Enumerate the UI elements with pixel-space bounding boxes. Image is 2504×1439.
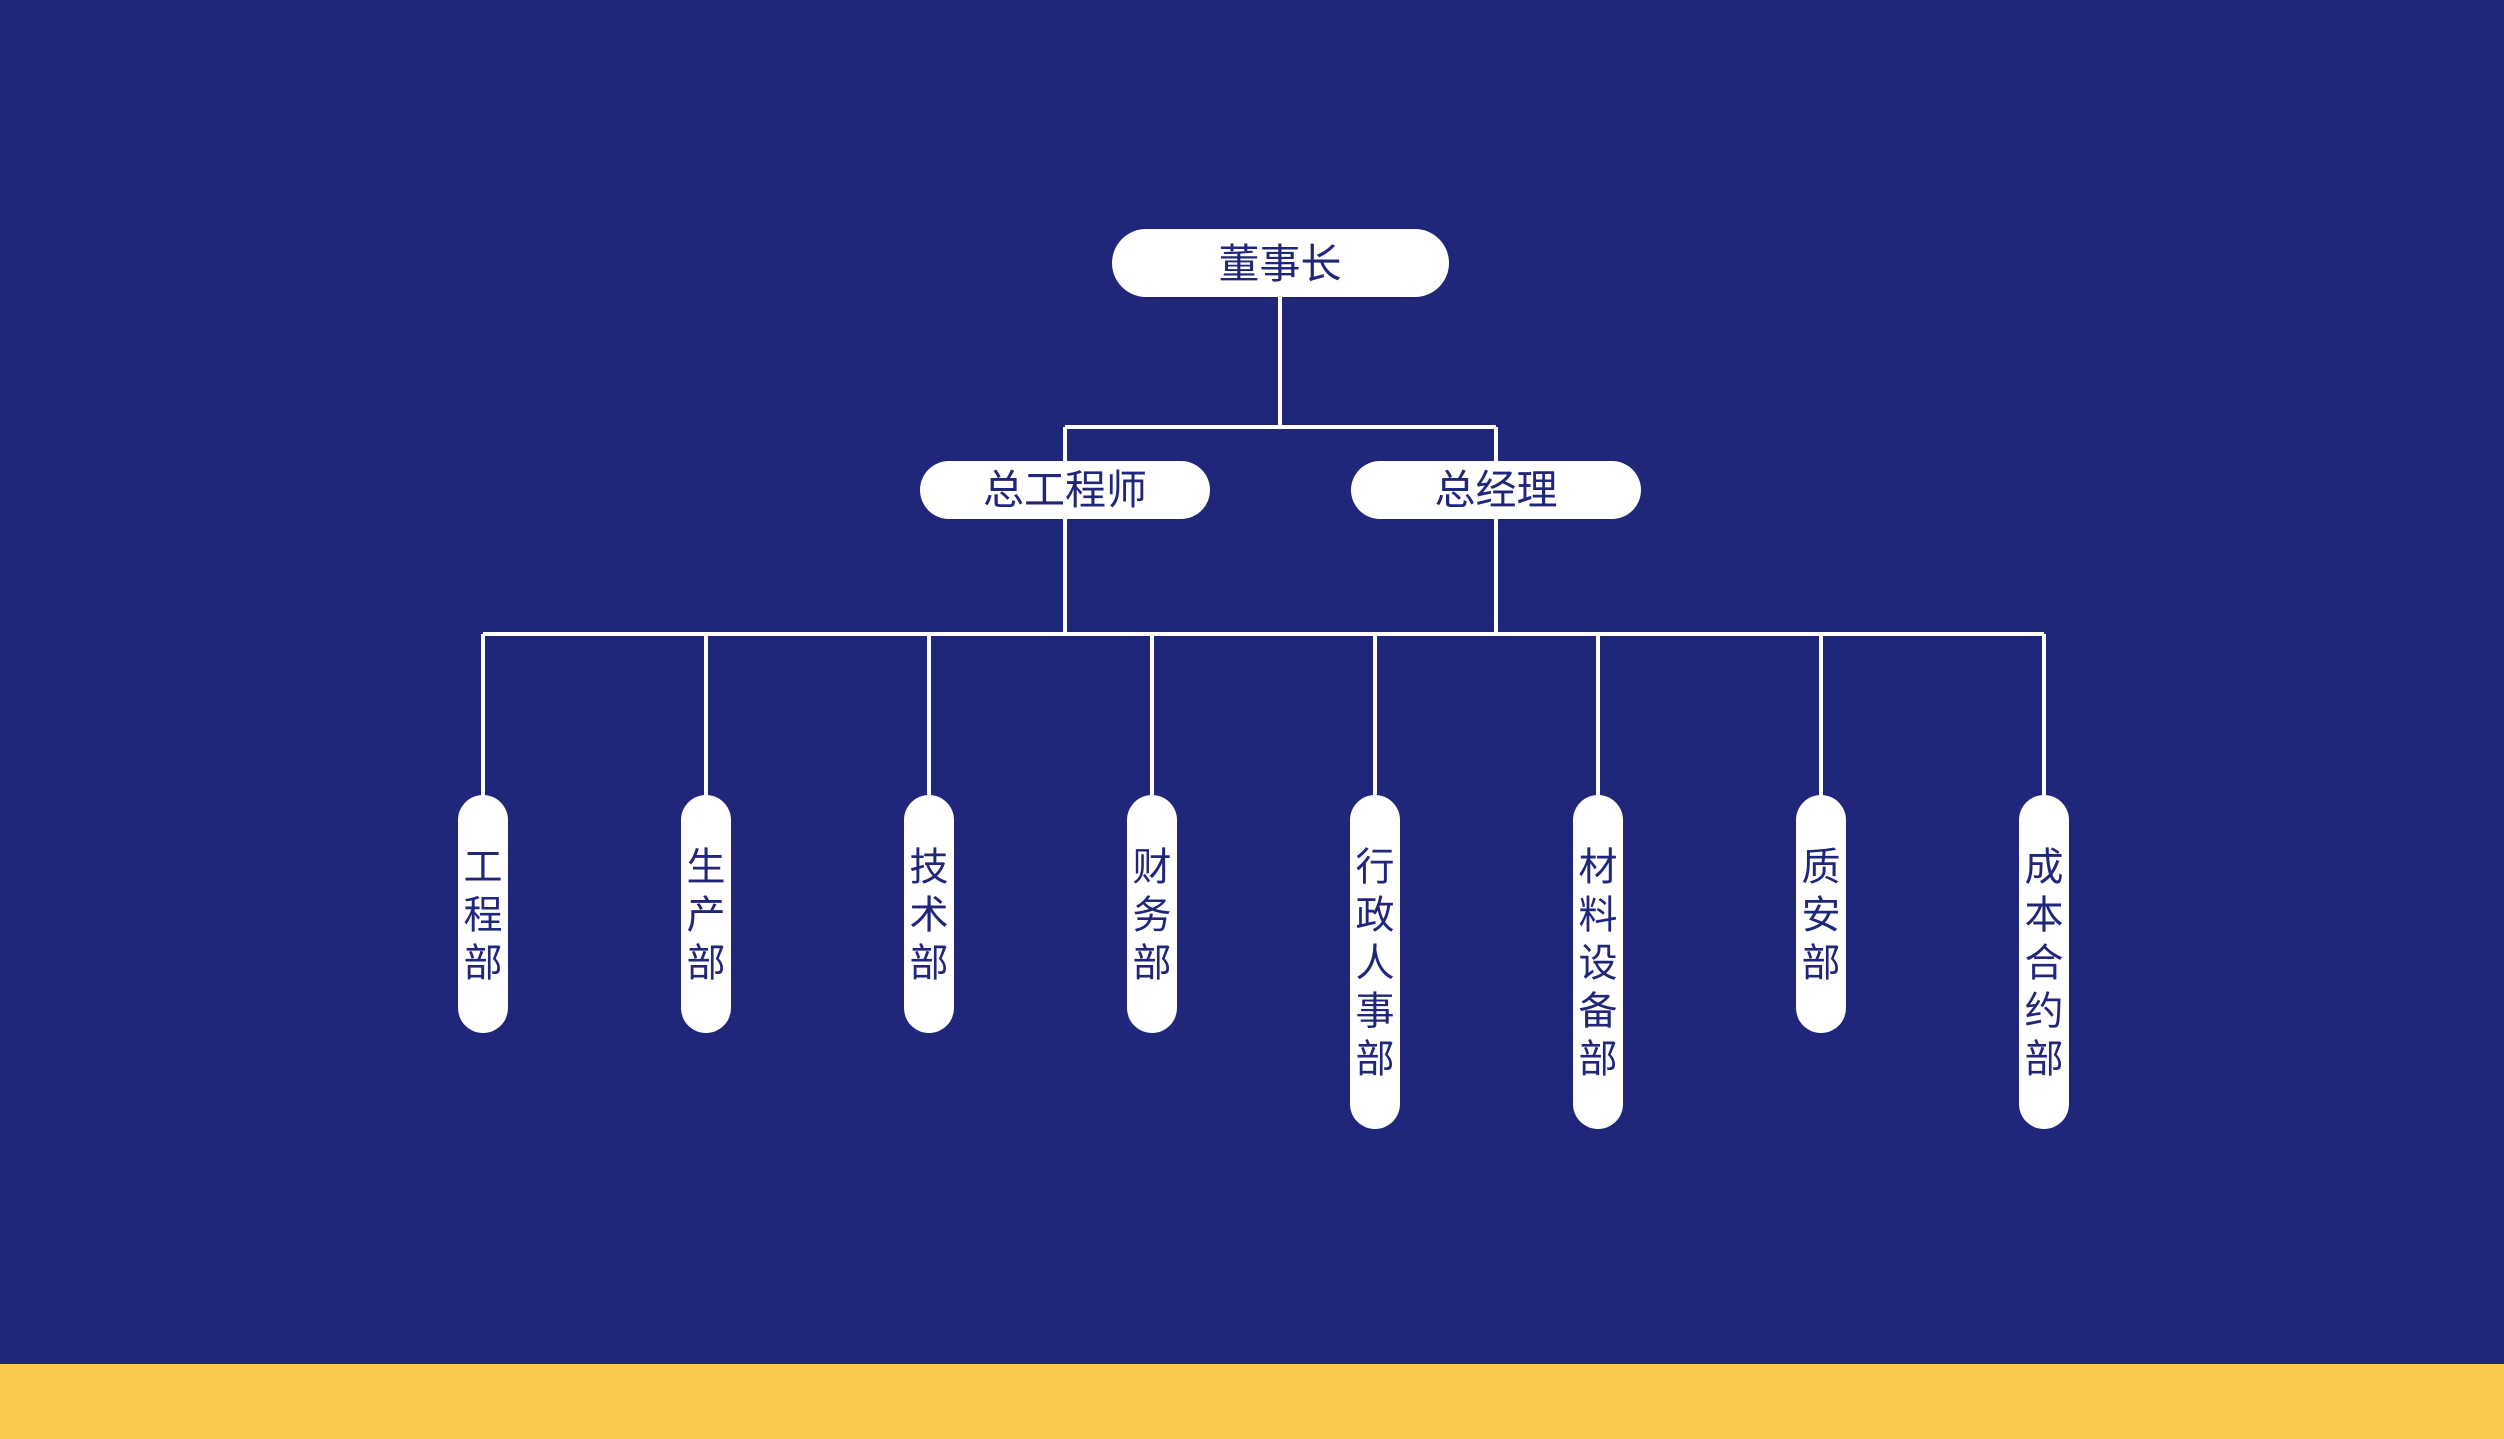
department-node: 材料设备部 [1573, 795, 1623, 1129]
department-label: 行政人事部 [1355, 846, 1394, 1083]
department-node: 技术部 [904, 795, 954, 1033]
department-node: 行政人事部 [1350, 795, 1400, 1129]
department-node: 财务部 [1127, 795, 1177, 1033]
node-root: 董事长 [1112, 229, 1449, 297]
node-root-pill [1112, 229, 1449, 297]
department-label: 材料设备部 [1578, 846, 1617, 1083]
node-chief-engineer-pill [920, 461, 1210, 519]
node-chief-engineer: 总工程师 [920, 461, 1210, 519]
node-root-label: 董事长 [1219, 240, 1342, 288]
footer-band [0, 1364, 2504, 1439]
department-pill [458, 795, 508, 1033]
department-pill [1573, 795, 1623, 1129]
departments: 工程部 生产部 技术部 财务部 行政人事部 材料设备部 质安部 成本合约部 [458, 795, 2069, 1129]
department-node: 工程部 [458, 795, 508, 1033]
department-label: 技术部 [909, 846, 948, 987]
department-label: 成本合约部 [2024, 846, 2063, 1083]
department-pill [2019, 795, 2069, 1129]
department-label: 生产部 [686, 846, 725, 987]
department-label: 质安部 [1801, 846, 1840, 987]
department-pill [1350, 795, 1400, 1129]
node-general-manager-label: 总经理 [1435, 466, 1558, 514]
department-label: 财务部 [1132, 846, 1171, 987]
node-general-manager: 总经理 [1351, 461, 1641, 519]
node-general-manager-pill [1351, 461, 1641, 519]
department-pill [1796, 795, 1846, 1033]
connectors [481, 296, 2046, 795]
department-pill [904, 795, 954, 1033]
department-node: 生产部 [681, 795, 731, 1033]
department-node: 质安部 [1796, 795, 1846, 1033]
node-chief-engineer-label: 总工程师 [983, 466, 1147, 514]
department-pill [1127, 795, 1177, 1033]
department-label: 工程部 [463, 846, 502, 987]
department-pill [681, 795, 731, 1033]
department-node: 成本合约部 [2019, 795, 2069, 1129]
